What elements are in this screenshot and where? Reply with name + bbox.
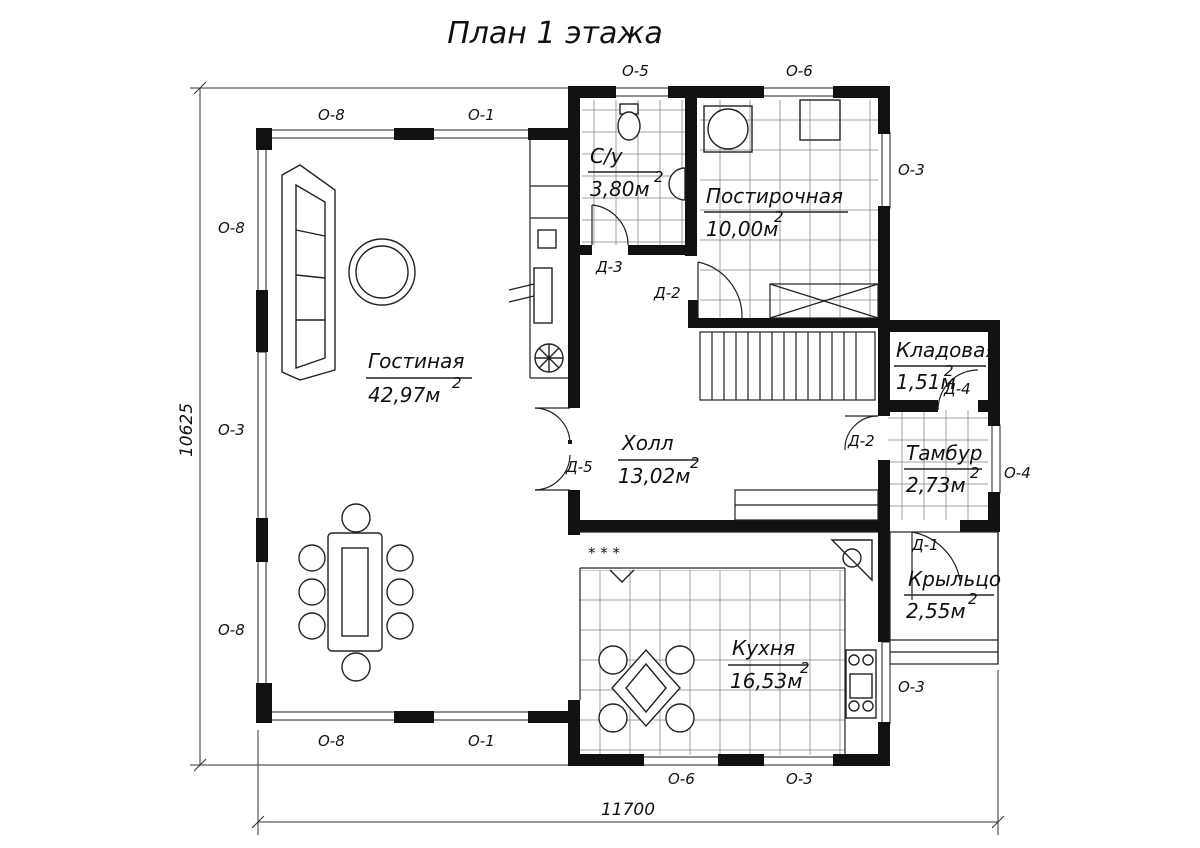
- window-mark-top-laundry: О-6: [786, 62, 813, 80]
- living-room-area-unit: 2: [452, 374, 462, 392]
- window-mark-left-upper: О-8: [218, 219, 245, 237]
- porch-steps: [889, 531, 999, 665]
- hob-burners-icon: * * *: [588, 544, 621, 562]
- porch-name: Крыльцо: [908, 567, 1001, 591]
- washing-machine-icon: [703, 105, 753, 153]
- room-label-porch: Крыльцо 2,55м 2: [904, 567, 1001, 623]
- laundry-area: 10,00м: [706, 217, 778, 241]
- coffee-table-icon: [348, 238, 416, 306]
- window-mark-bottom-kitchen-2: О-3: [786, 770, 813, 788]
- kitchen-area-unit: 2: [800, 659, 810, 677]
- laundry-name: Постирочная: [706, 184, 843, 208]
- window-mark-right-kitchen: О-3: [898, 678, 925, 696]
- vestibule-name: Тамбур: [906, 441, 982, 465]
- window-mark-bottom-kitchen-1: О-6: [668, 770, 695, 788]
- wc-area-unit: 2: [654, 168, 664, 186]
- counters: [529, 140, 878, 754]
- room-label-vestibule: Тамбур 2,73м 2: [904, 441, 982, 497]
- sofa-icon: [281, 164, 336, 381]
- door-mark-wc: Д-3: [595, 258, 623, 276]
- pantry-area: 1,51м: [896, 370, 956, 394]
- room-label-hall: Холл 13,02м 2: [618, 431, 700, 488]
- wc-name: С/у: [590, 144, 624, 168]
- toilet-icon: [617, 103, 641, 141]
- vestibule-area-unit: 2: [970, 464, 980, 482]
- kitchen-table-icon: [598, 645, 695, 733]
- hall-area-unit: 2: [690, 454, 700, 472]
- tv-stand-icon: [508, 229, 557, 324]
- room-label-living: Гостиная 42,97м 2: [366, 349, 472, 407]
- kitchen-sink-icon: [830, 539, 873, 582]
- living-room-area: 42,97м: [368, 383, 440, 407]
- window-mark-top-left-2: О-1: [468, 106, 495, 124]
- room-label-pantry: Кладовая 1,51м 2: [894, 338, 997, 394]
- pantry-name: Кладовая: [896, 338, 997, 362]
- window-mark-right-laundry: О-3: [898, 161, 925, 179]
- door-mark-living: Д-5: [565, 458, 593, 476]
- dining-table-icon: [298, 503, 414, 682]
- dimension-lines: [190, 81, 1005, 835]
- kitchen-name: Кухня: [732, 636, 795, 660]
- hall-area: 13,02м: [618, 464, 690, 488]
- window-mark-bottom-left-2: О-1: [468, 732, 495, 750]
- staircase: [699, 283, 879, 521]
- door-mark-laundry: Д-2: [653, 284, 681, 302]
- living-room-name: Гостиная: [368, 349, 464, 373]
- pantry-area-unit: 2: [944, 362, 954, 380]
- kitchen-hood-icon: [609, 569, 635, 583]
- window-mark-right-vestibule: О-4: [1004, 464, 1031, 482]
- door-mark-pantry: Д-4: [943, 380, 971, 398]
- room-label-wc: С/у 3,80м 2: [588, 144, 664, 201]
- width-dimension: 11700: [601, 800, 655, 820]
- laundry-area-unit: 2: [774, 208, 784, 226]
- vestibule-tile-floor: [888, 410, 988, 520]
- laundry-cabinet-icon: [799, 99, 841, 141]
- stove-icon: [845, 649, 877, 719]
- vestibule-area: 2,73м: [906, 473, 966, 497]
- porch-area: 2,55м: [906, 599, 966, 623]
- window-mark-top-left-1: О-8: [318, 106, 345, 124]
- porch-area-unit: 2: [968, 590, 978, 608]
- window-mark-bottom-left-1: О-8: [318, 732, 345, 750]
- sink-icon: [668, 167, 686, 201]
- plant-icon: [534, 343, 564, 373]
- window-mark-top-wc: О-5: [622, 62, 649, 80]
- wc-area: 3,80м: [590, 177, 650, 201]
- door-mark-front: Д-1: [911, 536, 939, 554]
- room-label-kitchen: Кухня 16,53м 2: [728, 636, 810, 693]
- height-dimension: 10625: [177, 403, 197, 457]
- kitchen-area: 16,53м: [730, 669, 802, 693]
- hall-name: Холл: [621, 431, 674, 455]
- door-swings: [534, 204, 979, 600]
- window-mark-left-lower: О-8: [218, 621, 245, 639]
- room-label-laundry: Постирочная 10,00м 2: [704, 184, 848, 241]
- door-mark-entrance-hall: Д-2: [847, 432, 875, 450]
- window-mark-left-middle: О-3: [218, 421, 245, 439]
- walls: [256, 86, 1000, 766]
- plan-title: План 1 этажа: [447, 16, 663, 51]
